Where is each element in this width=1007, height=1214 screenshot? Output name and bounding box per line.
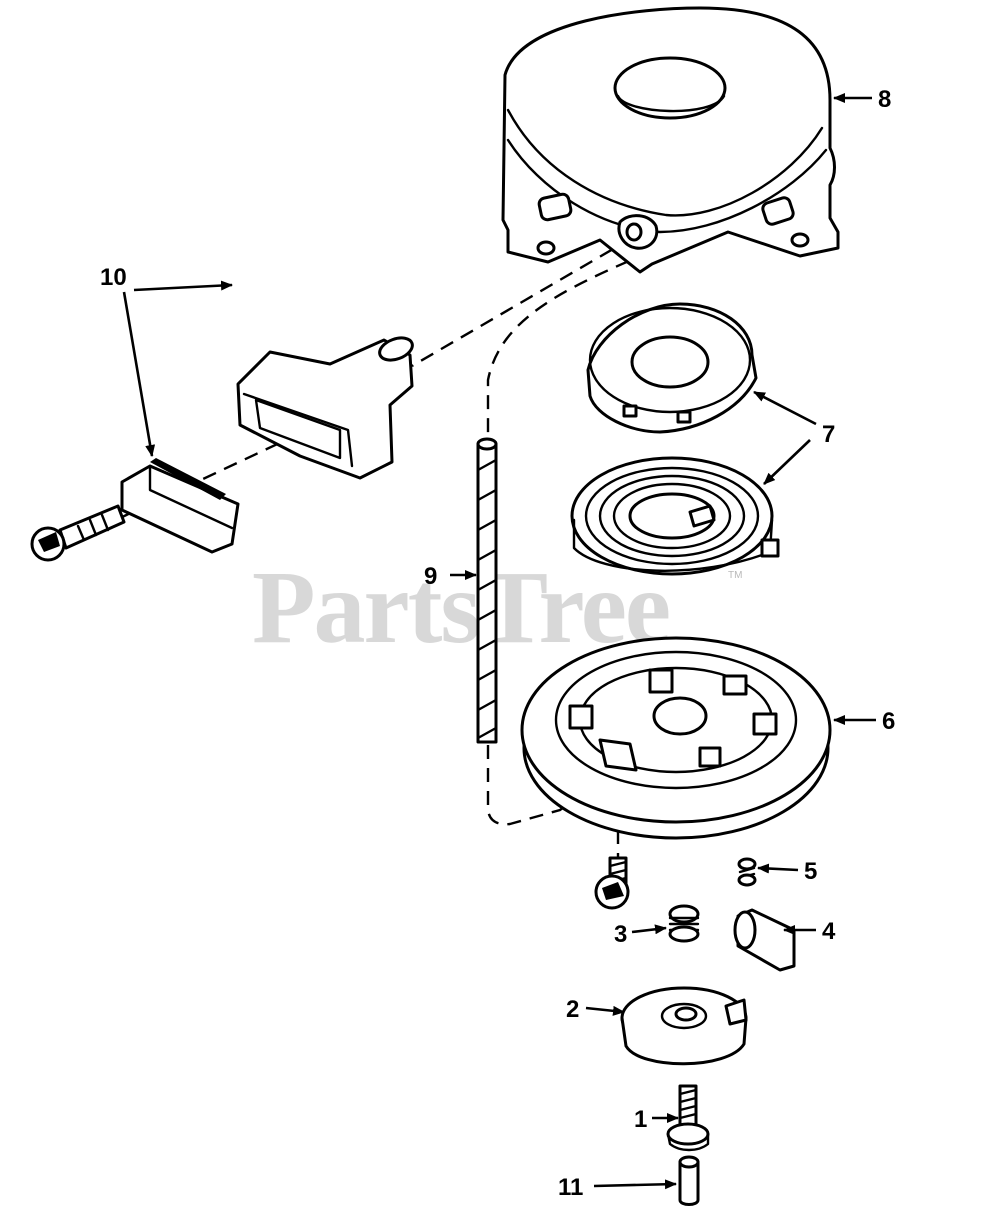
callout-5: 5 <box>804 858 817 885</box>
starter-handle <box>236 336 414 480</box>
callout-leaders <box>122 93 876 1190</box>
handle-screw <box>30 504 126 562</box>
callout-1: 1 <box>634 1106 647 1133</box>
starter-housing <box>501 6 840 274</box>
spring-cover <box>586 302 758 434</box>
callout-2: 2 <box>566 996 579 1023</box>
callout-4: 4 <box>822 918 836 945</box>
dash-housing-to-handle <box>411 236 633 368</box>
callout-11: 11 <box>558 1174 583 1201</box>
handle-insert <box>120 458 240 554</box>
watermark-text: PartsTree <box>252 550 669 665</box>
starter-pulley <box>520 636 832 840</box>
watermark-trademark: TM <box>728 570 742 581</box>
pulley-screw <box>594 856 630 910</box>
starter-rope <box>476 437 498 744</box>
pawl <box>733 908 796 972</box>
callout-labels: 8 10 7 9 6 5 4 3 2 1 11 <box>100 86 895 1201</box>
small-spring <box>737 857 757 887</box>
retainer-screw <box>666 1084 710 1152</box>
callout-10: 10 <box>100 264 127 291</box>
brake-spring <box>668 904 700 943</box>
callout-7: 7 <box>822 421 835 448</box>
callout-6: 6 <box>882 708 895 735</box>
callout-9: 9 <box>424 563 437 590</box>
watermark: PartsTree TM <box>252 550 742 665</box>
pin <box>678 1155 700 1206</box>
callout-3: 3 <box>614 921 627 948</box>
rewind-spring <box>570 456 780 576</box>
callout-8: 8 <box>878 86 891 113</box>
retainer <box>620 986 748 1066</box>
